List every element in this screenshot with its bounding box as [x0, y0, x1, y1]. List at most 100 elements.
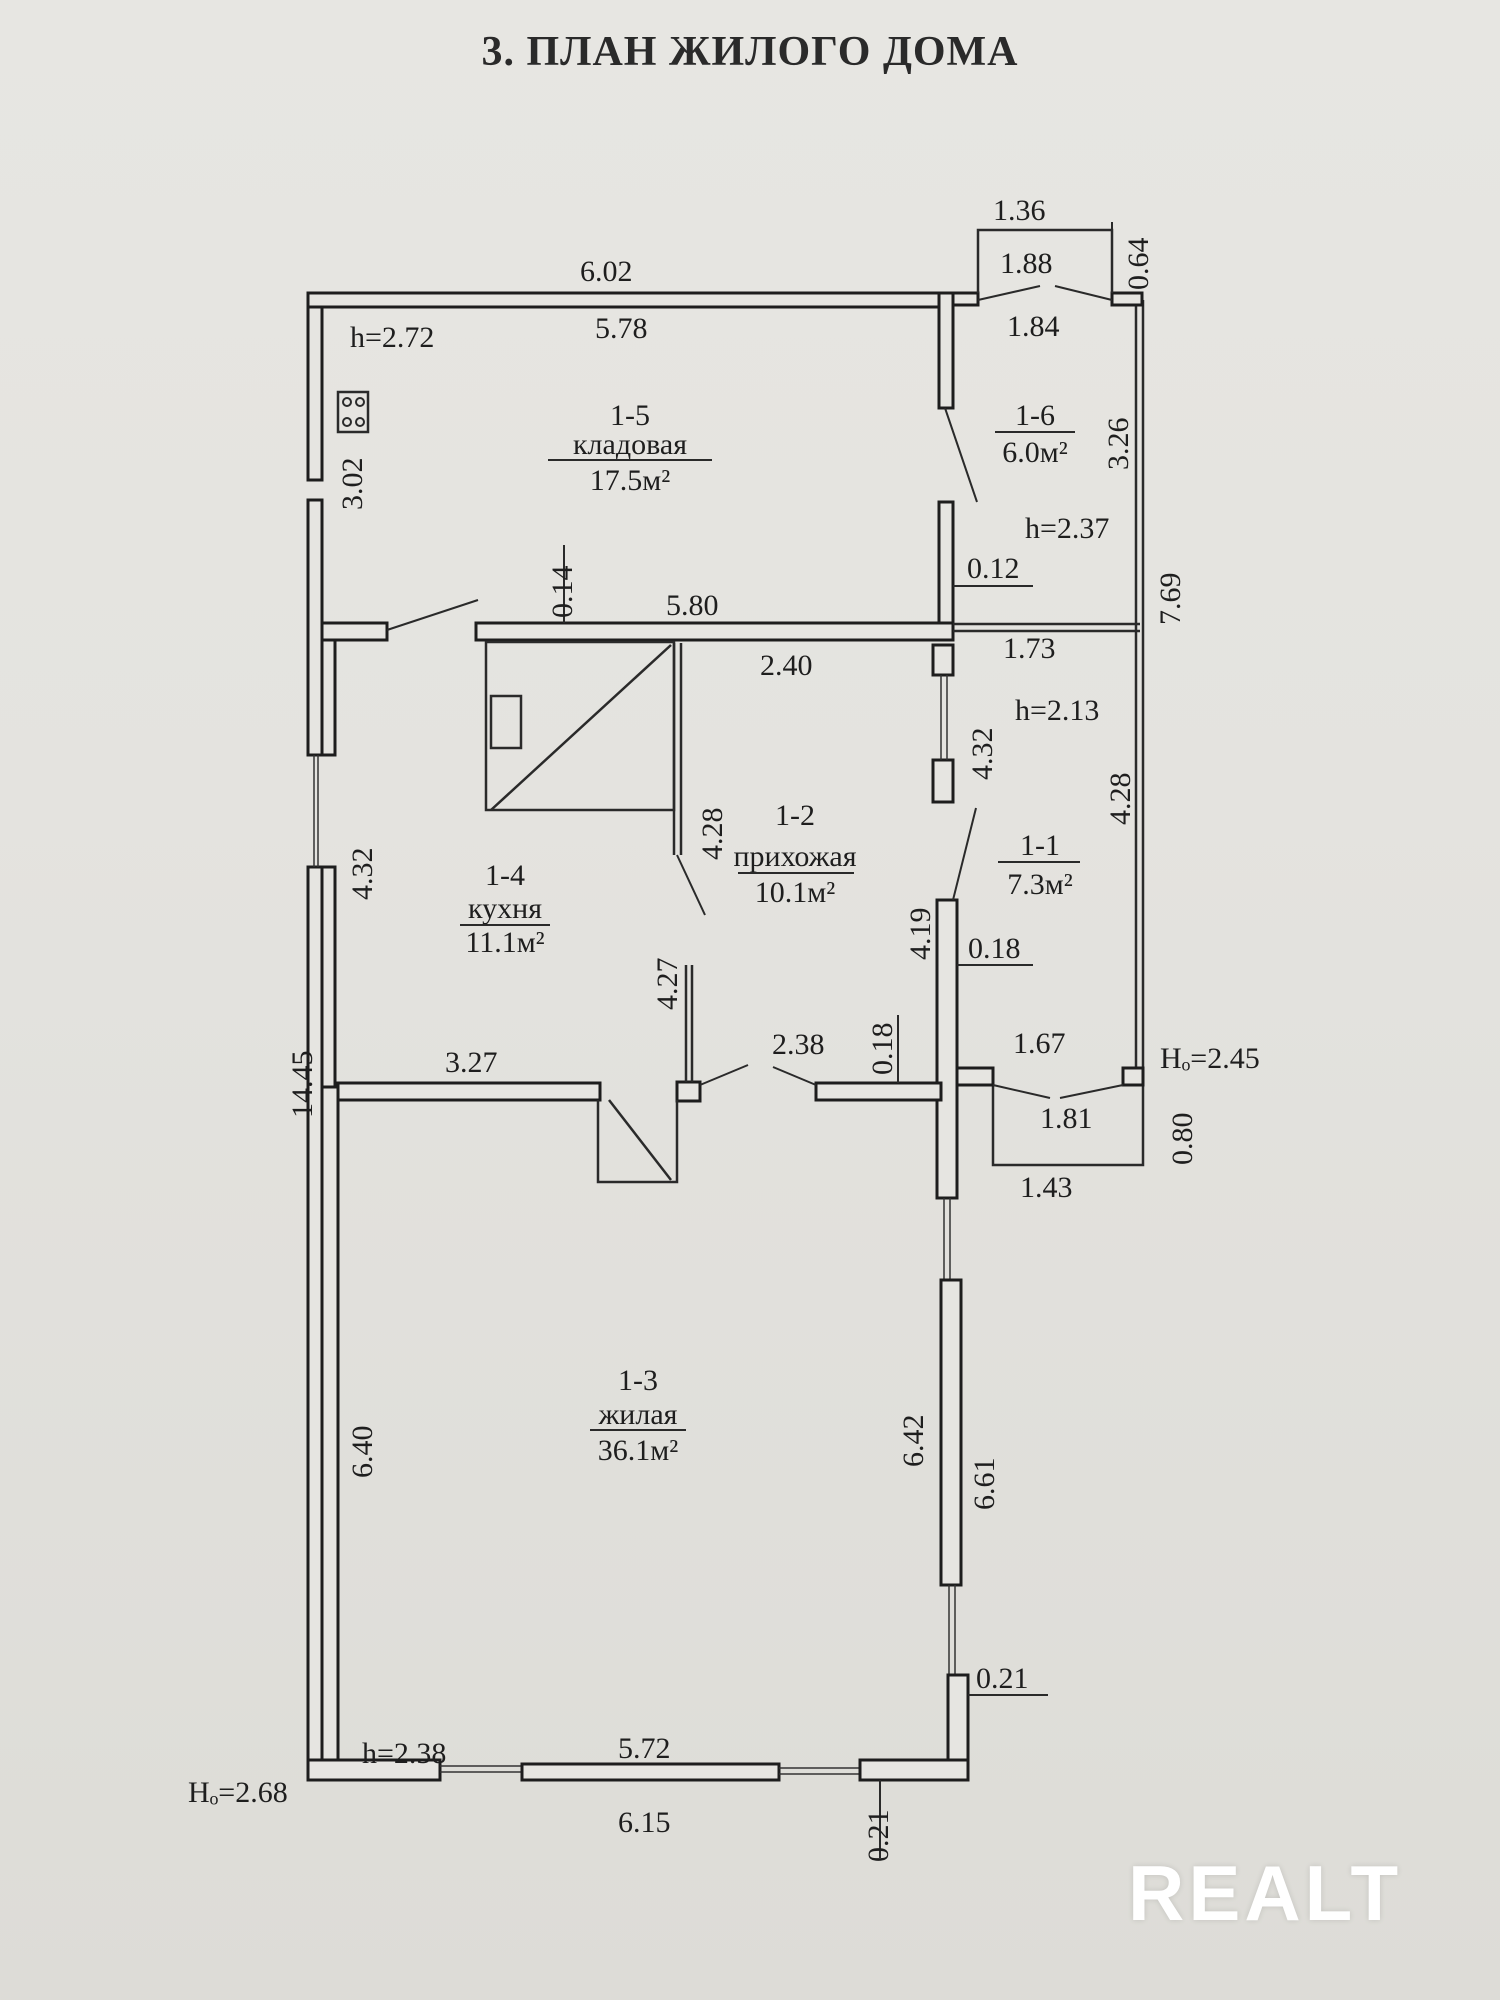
dim-storage-depth: 3.02 — [336, 458, 369, 511]
room-1-2-id: 1-2 — [775, 799, 815, 832]
dim-kitchen-depth: 4.32 — [346, 848, 379, 901]
bottom-wall-middle — [520, 1762, 781, 1782]
bottom-porch-post-left — [955, 1066, 995, 1087]
room-1-3-name: жилая — [598, 1398, 678, 1431]
dim-living-outer-right: 6.61 — [968, 1458, 1001, 1511]
annex-room-door — [952, 807, 977, 901]
room-1-6-id: 1-6 — [1015, 399, 1055, 432]
bottom-porch-door-2 — [1059, 1084, 1124, 1099]
stove-burner-2 — [355, 397, 365, 407]
dim-right-overall: 7.69 — [1154, 573, 1187, 626]
room-1-4-area: 11.1м² — [465, 926, 544, 959]
hall-annex-wall — [935, 898, 959, 1200]
left-wall-middle — [306, 498, 324, 757]
dim-wall-018b: 0.18 — [866, 1023, 899, 1076]
dim-left-overall: 14.45 — [286, 1051, 319, 1119]
storage-door — [386, 599, 479, 631]
dim-hall-depth: 4.28 — [696, 808, 729, 861]
room-1-4-name: кухня — [468, 892, 542, 925]
stove-burner — [342, 397, 352, 407]
oven-door — [489, 694, 523, 750]
room-1-2-name: прихожая — [733, 840, 856, 873]
dim-living-width: 5.72 — [618, 1732, 671, 1765]
dim-porch-181: 1.81 — [1040, 1102, 1093, 1135]
dim-room16-width: 1.84 — [1007, 310, 1060, 343]
dim-top-overall: 6.02 — [580, 255, 633, 288]
dim-kitchen-width: 3.27 — [445, 1046, 498, 1079]
left-wall-kitchen-inner-2 — [320, 865, 337, 1089]
dim-wall-021-bottom: 0.21 — [862, 1810, 895, 1863]
bottom-porch — [991, 1085, 1145, 1167]
annex-top-post-left — [951, 291, 980, 307]
bottom-porch-door — [992, 1084, 1051, 1099]
room-1-6-area: 6.0м² — [1002, 436, 1067, 469]
left-wall-living-inner — [320, 1085, 340, 1776]
bottom-wall-right — [858, 1758, 970, 1782]
dim-hall-right: 4.19 — [904, 908, 937, 961]
left-wall-upper — [306, 291, 324, 482]
dim-room16-depth: 3.26 — [1102, 418, 1135, 471]
storage-partition-right — [474, 621, 955, 642]
hall-living-partition — [814, 1081, 943, 1102]
storage-right-wall-upper — [937, 291, 955, 410]
dim-room11-wall: 4.32 — [966, 728, 999, 781]
storage-right-wall-lower — [937, 500, 955, 631]
top-porch-door — [977, 285, 1041, 301]
dim-porch-inner: 1.88 — [1000, 247, 1053, 280]
storage-partition-left — [320, 621, 389, 642]
dim-porch-080: 0.80 — [1166, 1113, 1199, 1166]
kitchen-living-partition — [336, 1081, 602, 1102]
dim-porch-side: 0.64 — [1122, 238, 1155, 291]
oven — [484, 640, 676, 812]
realt-logo: REALT — [1128, 1849, 1403, 1937]
height-room-1-6: h=2.37 — [1025, 512, 1109, 545]
top-porch-door-2 — [1054, 285, 1113, 301]
height-room-1-1: h=2.13 — [1015, 694, 1099, 727]
room-1-1-id: 1-1 — [1020, 829, 1060, 862]
dim-kitchen-right: 4.27 — [651, 958, 684, 1011]
stove — [336, 390, 370, 434]
annex-door — [944, 407, 978, 503]
room-1-4-id: 1-4 — [485, 859, 525, 892]
room-1-2-area: 10.1м² — [755, 876, 835, 909]
dim-room11-bottom: 1.67 — [1013, 1027, 1066, 1060]
dim-partition-580: 5.80 — [666, 589, 719, 622]
dim-wall-014: 0.14 — [546, 566, 579, 619]
ho-right: Hₒ=2.45 — [1160, 1042, 1260, 1075]
kitchen-hall-door — [676, 854, 706, 916]
dim-hall-width: 2.40 — [760, 649, 813, 682]
hall-living-door-2 — [772, 1066, 817, 1086]
dim-living-depth: 6.40 — [346, 1426, 379, 1479]
top-wall — [306, 291, 955, 309]
annex-top-post-right — [1110, 291, 1144, 307]
ho-left: Hₒ=2.68 — [188, 1776, 288, 1809]
hall-right-wall-stub — [931, 643, 955, 677]
dim-wall-012: 0.12 — [967, 552, 1020, 585]
dim-living-inner-right: 6.42 — [897, 1415, 930, 1468]
dim-porch-top: 1.36 — [993, 194, 1046, 227]
height-storage: h=2.72 — [350, 321, 434, 354]
room-1-5-area: 17.5м² — [590, 464, 670, 497]
stairs-diagonal — [608, 1099, 672, 1181]
partition-post — [675, 1080, 702, 1103]
left-wall-lower — [306, 865, 324, 1776]
dim-wall-021-right: 0.21 — [976, 1662, 1029, 1695]
room-1-1-area: 7.3м² — [1007, 868, 1072, 901]
stove-burner-4 — [355, 417, 365, 427]
dim-door-238: 2.38 — [772, 1028, 825, 1061]
dim-room11-depth: 4.28 — [1104, 773, 1137, 826]
room-1-3-area: 36.1м² — [598, 1434, 678, 1467]
hall-right-wall-upper-block — [931, 758, 955, 804]
room-1-5-id: 1-5 — [610, 399, 650, 432]
left-wall-kitchen-inner — [320, 638, 337, 757]
oven-diagonal — [490, 644, 672, 811]
living-right-wall — [939, 1278, 963, 1587]
stairs — [596, 1100, 679, 1184]
dim-porch-143: 1.43 — [1020, 1171, 1073, 1204]
bottom-wall-left — [306, 1758, 442, 1782]
height-living: h=2.38 — [362, 1737, 446, 1770]
dim-storage-width: 5.78 — [595, 312, 648, 345]
dim-wall-018a: 0.18 — [968, 932, 1021, 965]
